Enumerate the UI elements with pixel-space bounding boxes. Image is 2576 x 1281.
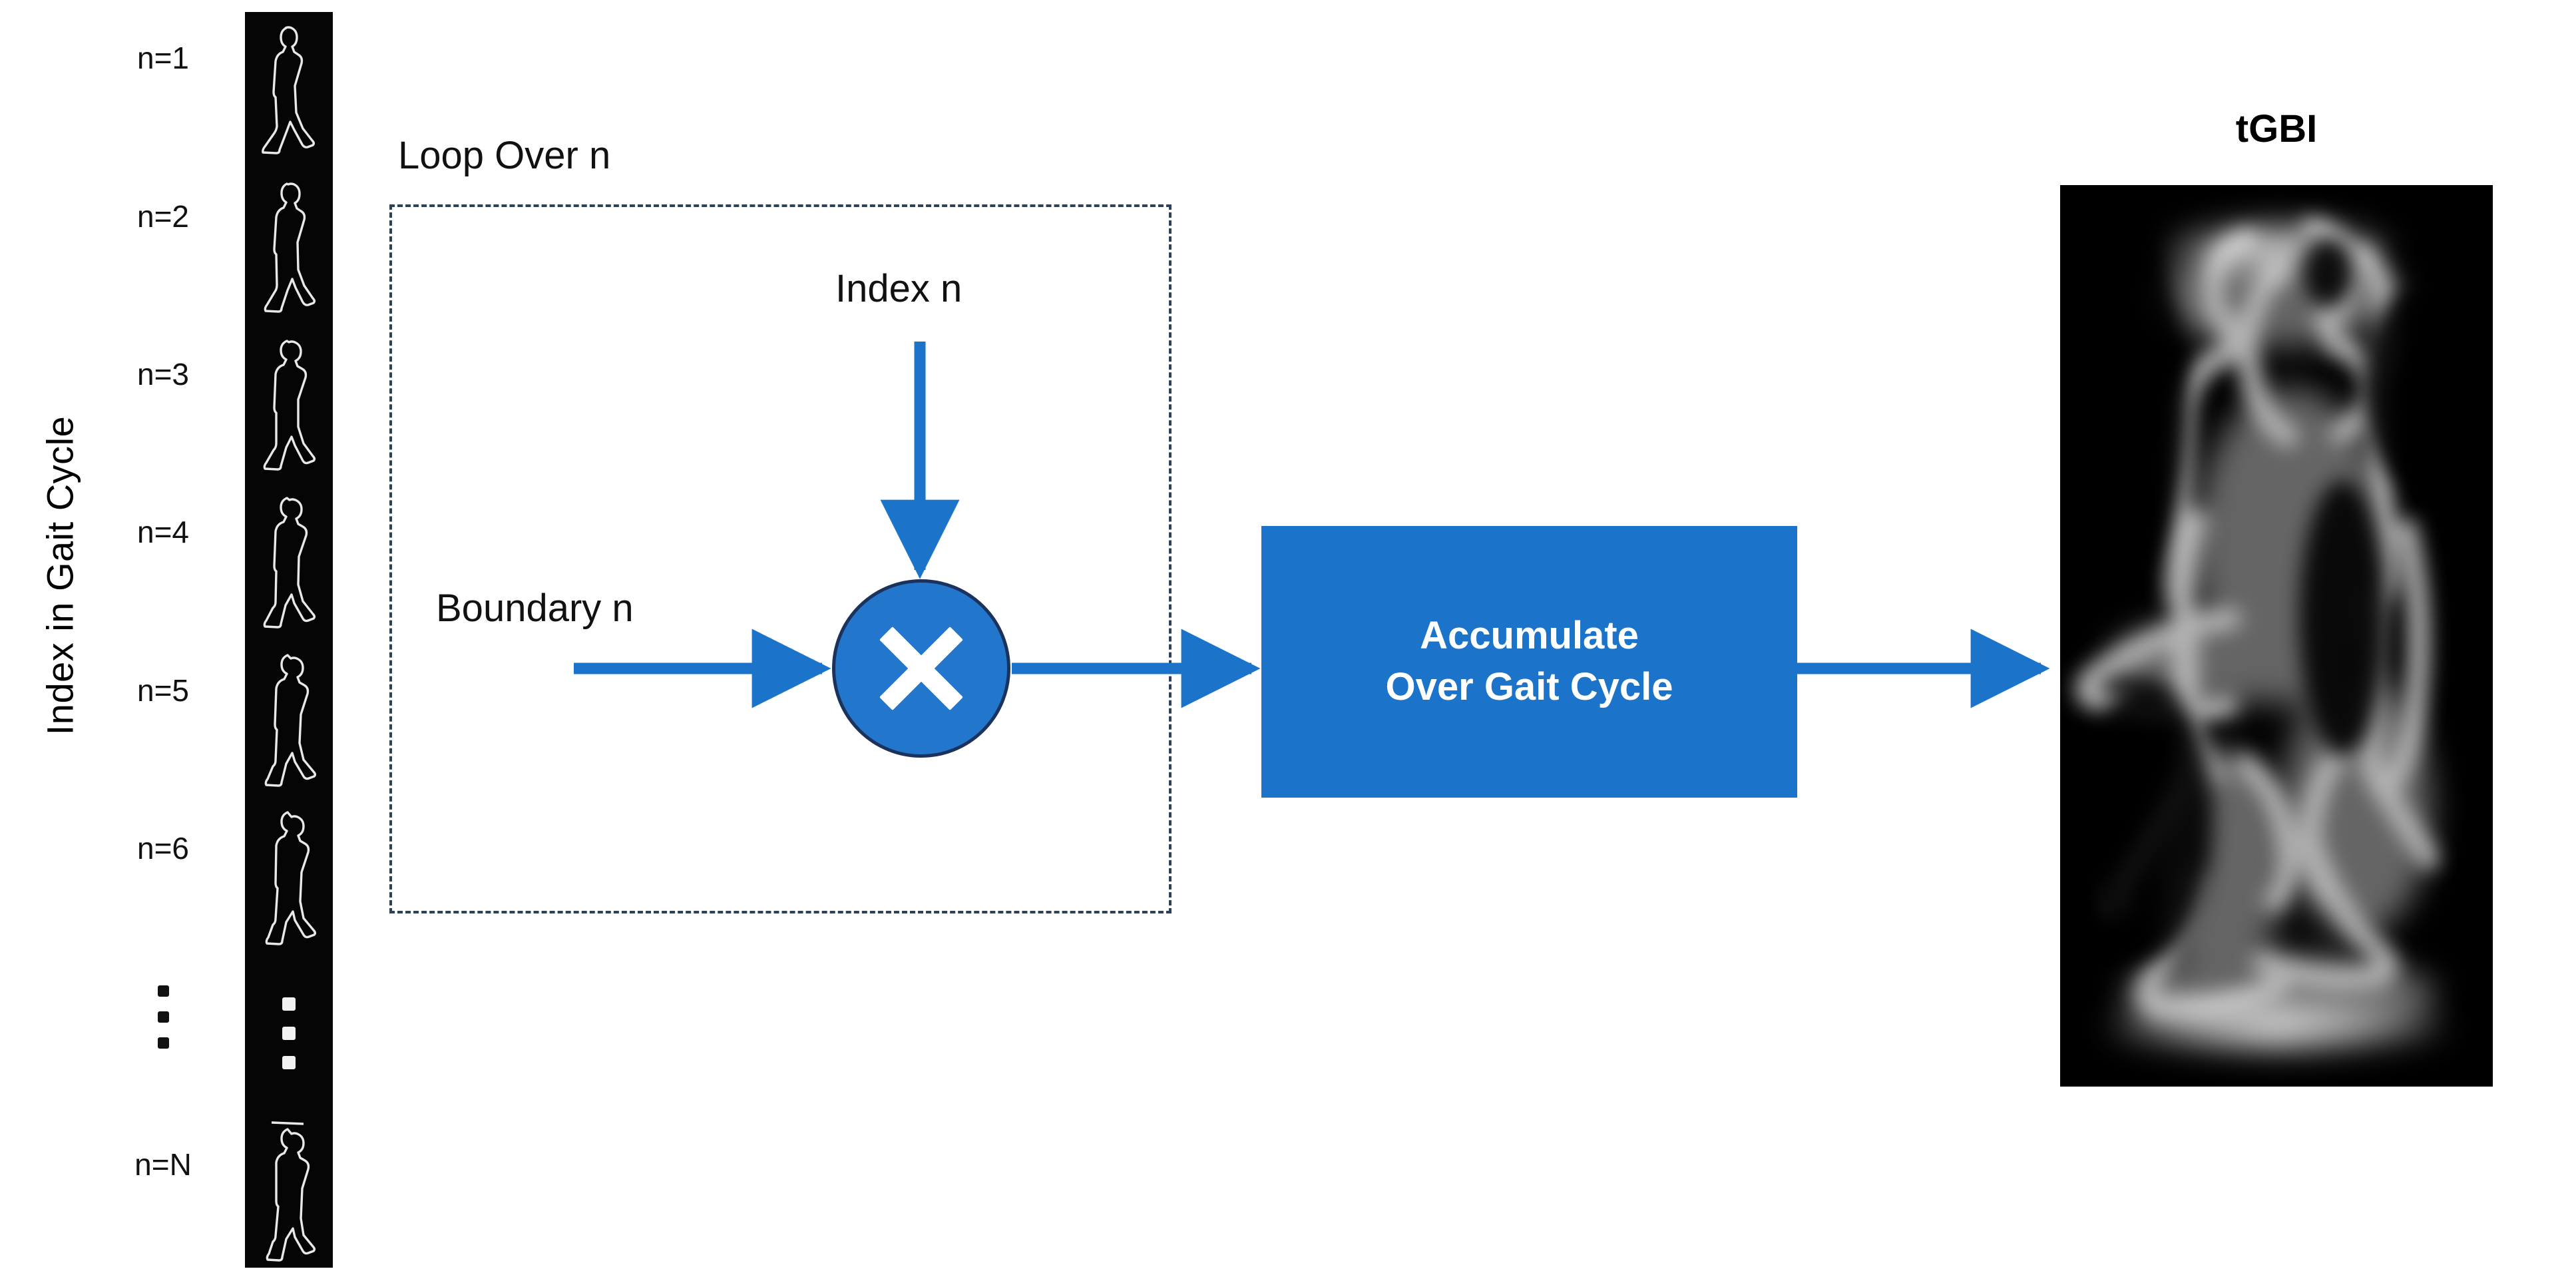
ellipsis-dot [282, 1056, 296, 1069]
loop-over-n-container [389, 204, 1172, 913]
tgbi-title: tGBI [2235, 107, 2318, 150]
ellipsis-dot [157, 1037, 169, 1049]
frame-label-n2: n=2 [136, 199, 190, 234]
frame-label-n5: n=5 [136, 673, 190, 708]
frame-label-n4: n=4 [136, 515, 190, 549]
ellipsis-dot [282, 1027, 296, 1040]
boundary-n-label: Boundary n [436, 587, 634, 630]
gait-boundary-filmstrip [245, 12, 333, 1268]
frame-label-nN: n=N [134, 1147, 192, 1182]
tgbi-output-image [2060, 185, 2493, 1087]
frame-label-ellipsis [100, 985, 226, 1049]
boundary-frame [245, 640, 333, 798]
frame-label-n3: n=3 [136, 357, 190, 391]
loop-over-n-label: Loop Over n [398, 134, 611, 177]
ellipsis-dot [157, 985, 169, 997]
boundary-frame-last [245, 1112, 333, 1268]
boundary-frame [245, 326, 333, 483]
accumulate-over-gait-cycle-block[interactable]: Accumulate Over Gait Cycle [1261, 526, 1797, 798]
boundary-frame [245, 483, 333, 640]
boundary-frame [245, 169, 333, 326]
axis-label-index-in-gait-cycle: Index in Gait Cycle [39, 415, 81, 736]
filmstrip-ellipsis [245, 955, 333, 1112]
frame-label-n1: n=1 [136, 41, 190, 75]
boundary-frame [245, 798, 333, 955]
multiply-operator-node[interactable] [832, 579, 1010, 758]
frame-label-n6: n=6 [136, 831, 190, 866]
ellipsis-dot [157, 1011, 169, 1023]
accumulate-block-label: Accumulate Over Gait Cycle [1385, 614, 1673, 708]
ellipsis-dot [282, 997, 296, 1011]
index-n-label: Index n [835, 267, 963, 310]
boundary-frame [245, 12, 333, 169]
